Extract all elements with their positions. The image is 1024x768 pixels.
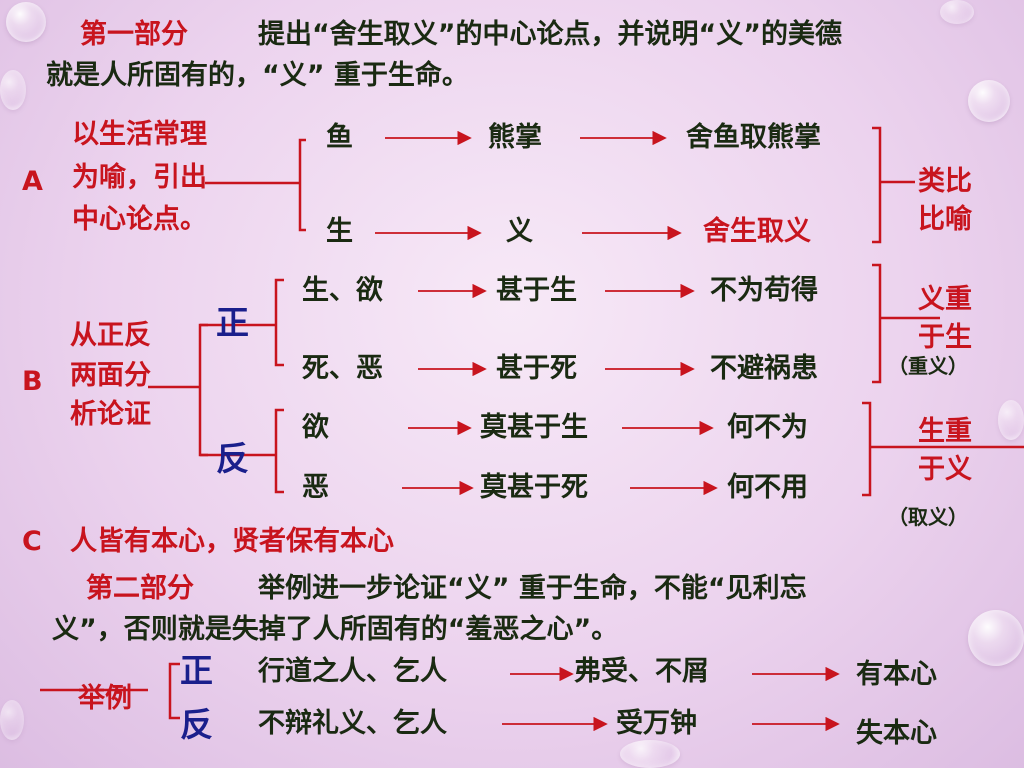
b-zheng-note: （重义）: [888, 354, 968, 378]
part2-heading: 第二部分: [86, 573, 194, 604]
example-zheng-label: 正: [180, 651, 213, 690]
section-b-letter: B: [22, 366, 43, 397]
bubble-decoration: [998, 400, 1024, 440]
a-row2-item2: 义: [506, 216, 533, 247]
bubble-decoration: [940, 0, 974, 24]
b-zheng-row2-item1: 死、恶: [302, 353, 383, 384]
section-c-letter: C: [22, 526, 42, 557]
b-fan-row2-item1: 恶: [302, 472, 329, 503]
bubble-decoration: [0, 70, 26, 110]
a-row2-item1: 生: [326, 216, 353, 247]
example-zheng-item1: 行道之人、乞人: [258, 656, 447, 687]
b-fan-row2-item2: 莫甚于死: [480, 472, 588, 503]
b-fan-row1-item2: 莫甚于生: [480, 412, 588, 443]
b-zheng-row1-item3: 不为苟得: [710, 275, 818, 306]
a-row2-item3: 舍生取义: [703, 216, 811, 247]
b-fan-row1-item1: 欲: [302, 412, 329, 443]
example-fan-label: 反: [180, 705, 213, 744]
example-zheng-item3: 有本心: [856, 659, 937, 690]
part2-line1: 举例进一步论证“义” 重于生命，不能“见利忘: [258, 573, 807, 604]
section-a-desc-3: 中心论点。: [72, 204, 207, 235]
part1-heading: 第一部分: [80, 19, 188, 50]
b-zheng-label: 正: [216, 303, 249, 342]
section-b-desc-2: 两面分: [70, 360, 151, 391]
b-fan-label: 反: [216, 439, 249, 478]
example-fan-item2: 受万钟: [616, 708, 697, 739]
section-a-letter: A: [22, 166, 43, 197]
bubble-decoration: [968, 610, 1024, 666]
a-row1-item2: 熊掌: [488, 122, 542, 153]
example-fan-item3: 失本心: [856, 718, 937, 749]
a-conclusion-2: 比喻: [918, 204, 972, 235]
b-zheng-row2-item3: 不避祸患: [710, 353, 818, 384]
section-c-text: 人皆有本心，贤者保有本心: [70, 526, 394, 557]
example-zheng-item2: 弗受、不屑: [574, 656, 709, 687]
bubble-decoration: [968, 80, 1010, 122]
b-zheng-row2-item2: 甚于死: [496, 353, 577, 384]
section-b-desc-3: 析论证: [70, 399, 151, 430]
b-zheng-conclusion-2: 于生: [918, 322, 972, 353]
b-zheng-row1-item2: 甚于生: [496, 275, 577, 306]
section-a-desc-2: 为喻，引出: [72, 162, 207, 193]
bubble-decoration: [620, 740, 680, 768]
b-fan-row1-item3: 何不为: [727, 412, 808, 443]
a-row1-item1: 鱼: [326, 122, 353, 153]
section-b-desc-1: 从正反: [70, 320, 151, 351]
bubble-decoration: [0, 700, 24, 740]
section-a-desc-1: 以生活常理: [72, 119, 207, 150]
a-conclusion-1: 类比: [918, 166, 972, 197]
part1-line1: 提出“舍生取义”的中心论点，并说明“义”的美德: [258, 19, 842, 50]
b-fan-row2-item3: 何不用: [727, 472, 808, 503]
example-fan-item1: 不辩礼义、乞人: [258, 708, 447, 739]
a-row1-item3: 舍鱼取熊掌: [686, 122, 821, 153]
part1-line2: 就是人所固有的，“义” 重于生命。: [46, 60, 469, 91]
b-zheng-row1-item1: 生、欲: [302, 275, 383, 306]
part2-line2: 义”，否则就是失掉了人所固有的“羞恶之心”。: [52, 614, 619, 645]
bubble-decoration: [6, 2, 46, 42]
b-fan-note: （取义）: [888, 505, 968, 529]
b-zheng-conclusion-1: 义重: [918, 284, 972, 315]
b-fan-conclusion-1: 生重: [918, 416, 972, 447]
example-label: 举例: [78, 683, 132, 714]
b-fan-conclusion-2: 于义: [918, 454, 972, 485]
